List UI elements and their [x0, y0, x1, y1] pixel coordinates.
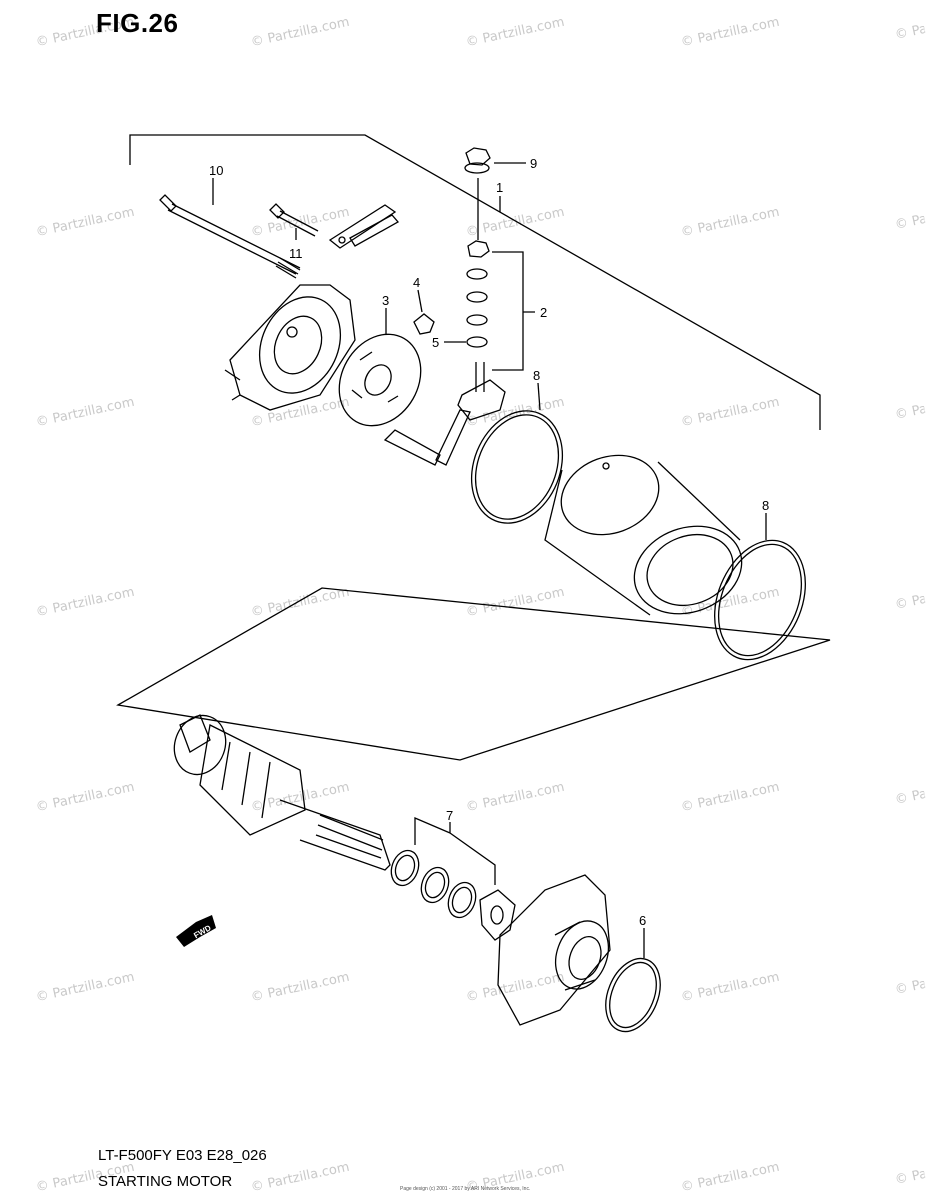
- callout-3: 3: [382, 293, 389, 308]
- brush-bracket: [328, 204, 400, 249]
- callout-11: 9: [530, 156, 537, 171]
- o-ring-8-lower: [714, 539, 806, 661]
- end-housing: [224, 284, 356, 411]
- callout-4: 4: [413, 275, 420, 290]
- callout-10: 11: [289, 246, 303, 261]
- washer-set-7: [390, 849, 516, 941]
- nut-4: [413, 313, 435, 335]
- o-ring-6: [605, 957, 661, 1033]
- section-name: STARTING MOTOR: [98, 1173, 233, 1190]
- callout-9: 10: [209, 163, 223, 178]
- assembly-bracket-lower: [116, 587, 831, 761]
- figure-title: FIG.26: [96, 8, 179, 38]
- callout-7: 7: [446, 808, 453, 823]
- nut-11: [464, 147, 491, 174]
- short-bolt-10: [269, 203, 319, 237]
- callout-5: 5: [432, 335, 439, 350]
- leader-8a: [537, 382, 541, 411]
- front-housing: [497, 874, 611, 1026]
- model-code: LT-F500FY E03 E28_026: [98, 1147, 267, 1164]
- callout-8-upper: 8: [533, 368, 540, 383]
- terminal-bolt: [457, 362, 506, 421]
- brush-holder-3: [338, 333, 422, 427]
- armature: [173, 714, 391, 871]
- long-bolt-9: [159, 194, 301, 279]
- copyright-notice: Page design (c) 2001 - 2017 by ARI Netwo…: [400, 1186, 531, 1192]
- fwd-arrow-icon: FWD: [176, 915, 216, 947]
- callout-1: 1: [496, 180, 503, 195]
- callout-2: 2: [540, 305, 547, 320]
- leader-2: [492, 251, 535, 371]
- washer-set-2: [466, 240, 490, 348]
- leader-7: [414, 817, 496, 885]
- callout-6: 6: [639, 913, 646, 928]
- o-ring-8-upper: [470, 410, 564, 524]
- callout-8-lower: 8: [762, 498, 769, 513]
- leader-1: [477, 178, 501, 240]
- yoke-housing: [544, 454, 743, 616]
- assembly-bracket-upper: [129, 134, 821, 430]
- callout-labels: 10 11 9 1 2 3 4 5 8 8 7 6: [209, 156, 769, 928]
- terminal-bracket: [383, 409, 471, 466]
- leader-4: [417, 289, 423, 313]
